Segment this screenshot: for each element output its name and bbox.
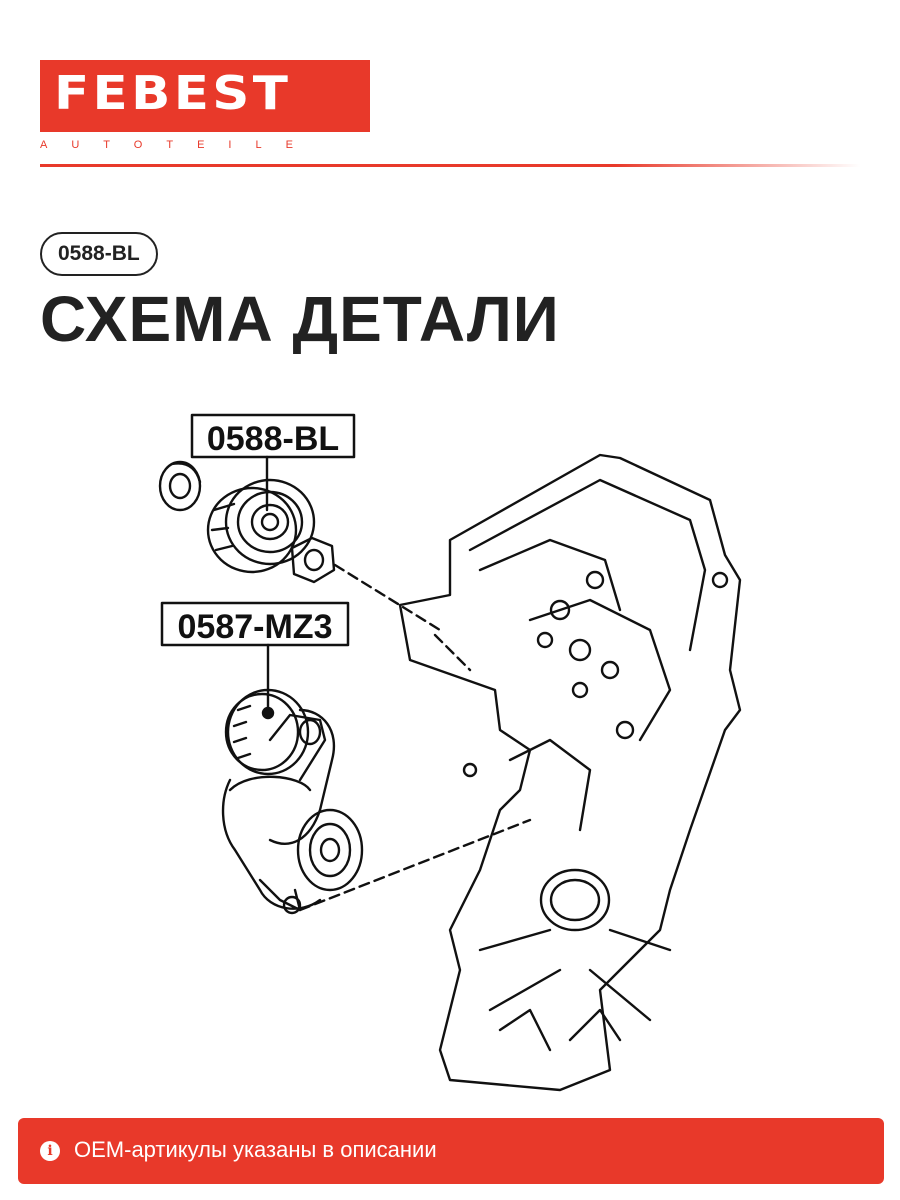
belt-tensioner [221,688,364,915]
connector-line-1 [333,563,442,632]
brand-tagline: AUTOTEILE [40,132,370,158]
parts-diagram: 0588-BL 0587-MZ3 [158,413,742,1092]
part-code-badge: 0588-BL [40,232,158,276]
info-banner: i OEM-артикулы указаны в описании [18,1118,884,1184]
label-0588-bl-text: 0588-BL [207,420,339,458]
header-divider [40,164,860,167]
info-icon: i [40,1141,60,1161]
spacer-bolt [290,536,336,584]
connector-line-3 [433,633,472,672]
label-0587-mz3-text: 0587-MZ3 [178,608,333,646]
page-title: СХЕМА ДЕТАЛИ [40,283,560,355]
info-banner-text: OEM-артикулы указаны в описании [74,1137,437,1162]
brand-name: FEBEST [54,66,292,120]
washer-part [158,460,202,512]
label-0587-mz3: 0587-MZ3 [160,601,350,720]
brand-logo: FEBEST AUTOTEILE [40,60,370,158]
label-0588-bl: 0588-BL [190,413,356,512]
timing-cover [398,453,742,1092]
connector-line-2 [298,818,532,912]
idler-pulley [206,478,316,574]
